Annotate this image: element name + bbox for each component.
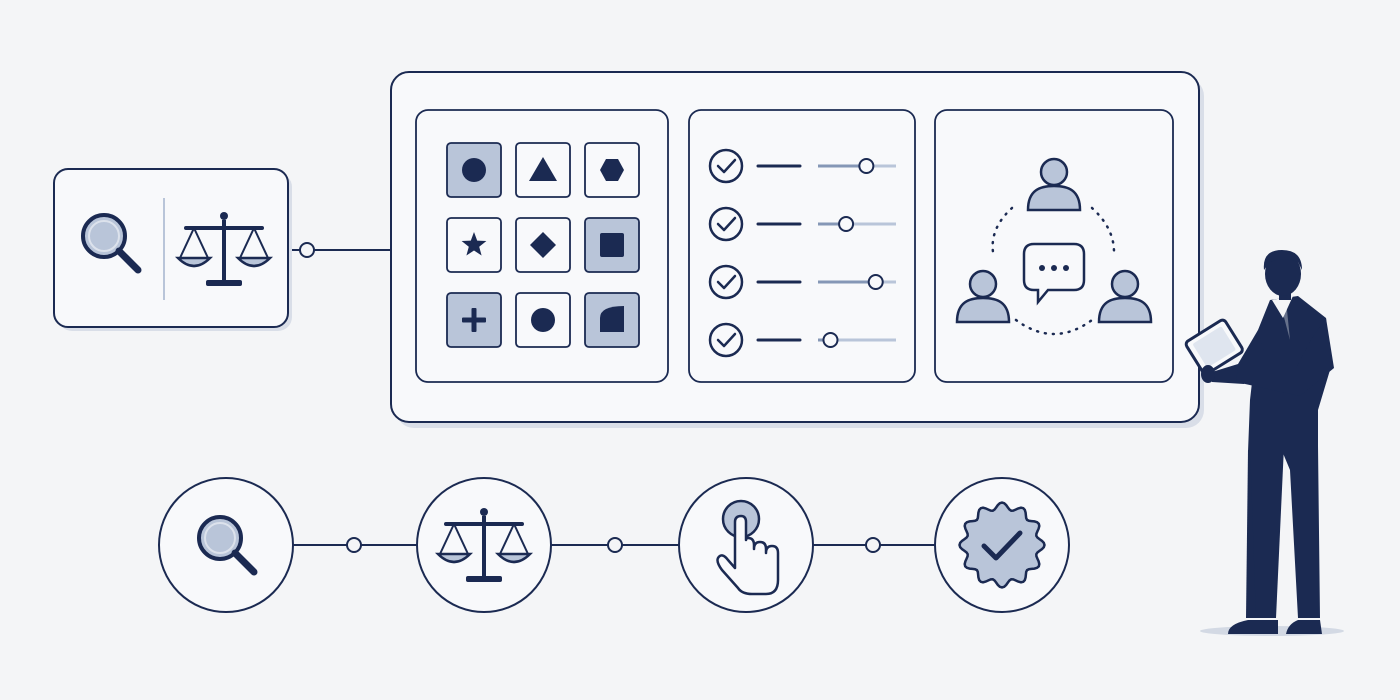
triangle-icon — [529, 157, 557, 181]
connector-node — [299, 242, 315, 258]
shape-tile-circle — [515, 292, 571, 348]
check-icon — [981, 530, 1023, 561]
quarter-shape-icon — [600, 306, 624, 332]
process-step-select — [678, 477, 814, 613]
checklist-row — [708, 148, 896, 184]
process-step-evaluate — [416, 477, 552, 613]
pointer-hand-icon — [716, 499, 780, 596]
shape-tile-square — [584, 217, 640, 273]
checklist-row — [708, 322, 896, 358]
shape-tile-circle — [446, 142, 502, 198]
shape-tile-diamond — [515, 217, 571, 273]
chat-bubble-icon — [1022, 242, 1086, 306]
circle-icon — [462, 158, 486, 182]
checklist-row — [708, 206, 896, 242]
circle-icon — [531, 308, 555, 332]
slider-handle[interactable] — [838, 216, 855, 232]
slider-handle[interactable] — [822, 332, 839, 348]
person-with-tablet-icon — [1184, 250, 1344, 636]
hexagon-icon — [600, 159, 624, 181]
main-board — [390, 71, 1204, 428]
diamond-icon — [530, 232, 556, 258]
checklist-panel — [688, 109, 916, 383]
shape-grid — [446, 142, 640, 348]
analysis-card — [53, 168, 292, 331]
shape-tile-plus — [446, 292, 502, 348]
checklist-row — [708, 264, 896, 300]
slider-handle[interactable] — [867, 274, 884, 290]
shape-tile-star — [446, 217, 502, 273]
connector-node — [865, 537, 881, 553]
process-steps — [158, 477, 1070, 613]
process-step-analyze — [158, 477, 294, 613]
square-icon — [600, 233, 624, 257]
verified-badge-icon — [958, 501, 1046, 589]
collaboration-network — [955, 157, 1153, 336]
check-circle-icon — [708, 206, 744, 242]
check-circle-icon — [708, 264, 744, 300]
shape-tile-quarter-shape — [584, 292, 640, 348]
process-connectors — [293, 537, 935, 553]
checklist — [708, 148, 896, 358]
connector-left-to-board — [288, 242, 390, 258]
check-circle-icon — [708, 322, 744, 358]
connector-node — [607, 537, 623, 553]
star-icon — [461, 232, 487, 256]
slider-handle[interactable] — [858, 158, 875, 174]
check-circle-icon — [708, 148, 744, 184]
connector-node — [346, 537, 362, 553]
shape-tile-hexagon — [584, 142, 640, 198]
process-step-approve — [934, 477, 1070, 613]
shape-tile-triangle — [515, 142, 571, 198]
